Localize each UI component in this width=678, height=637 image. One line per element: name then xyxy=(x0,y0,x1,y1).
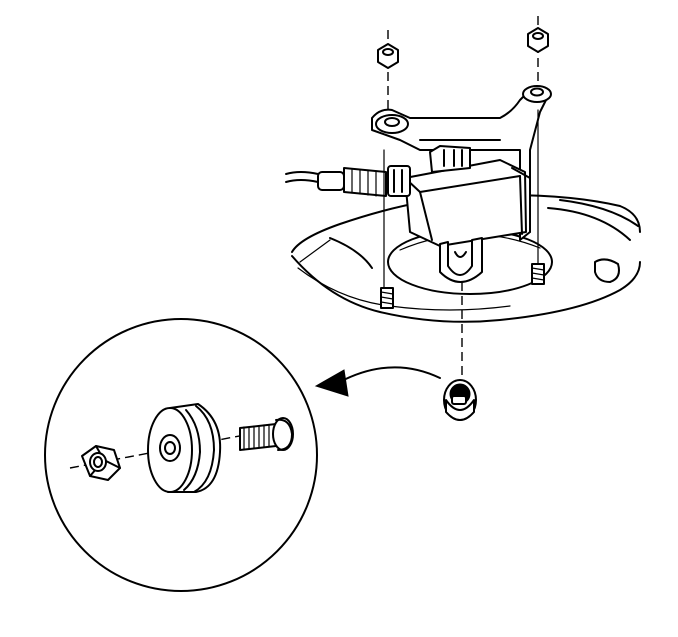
nut-left-group xyxy=(377,30,399,112)
nut-right-group xyxy=(527,16,549,86)
control-module xyxy=(387,145,531,283)
detail-view xyxy=(44,318,318,592)
curved-arrow-icon xyxy=(314,366,441,397)
stud-right xyxy=(531,263,545,285)
slotted-mounting-foot xyxy=(439,237,483,283)
wire-harness xyxy=(285,167,387,197)
detail-grommet xyxy=(147,403,222,493)
bracket-mount-boss-right xyxy=(522,85,552,103)
bracket-mount-boss-left xyxy=(375,114,409,134)
studs xyxy=(380,109,545,309)
detail-hex-nut xyxy=(81,445,121,481)
mounting-bracket xyxy=(371,85,552,241)
harness-connector xyxy=(387,165,411,197)
stud-left xyxy=(380,287,394,309)
detail-bolt xyxy=(239,417,294,451)
grommet-assembly-small xyxy=(443,282,477,421)
